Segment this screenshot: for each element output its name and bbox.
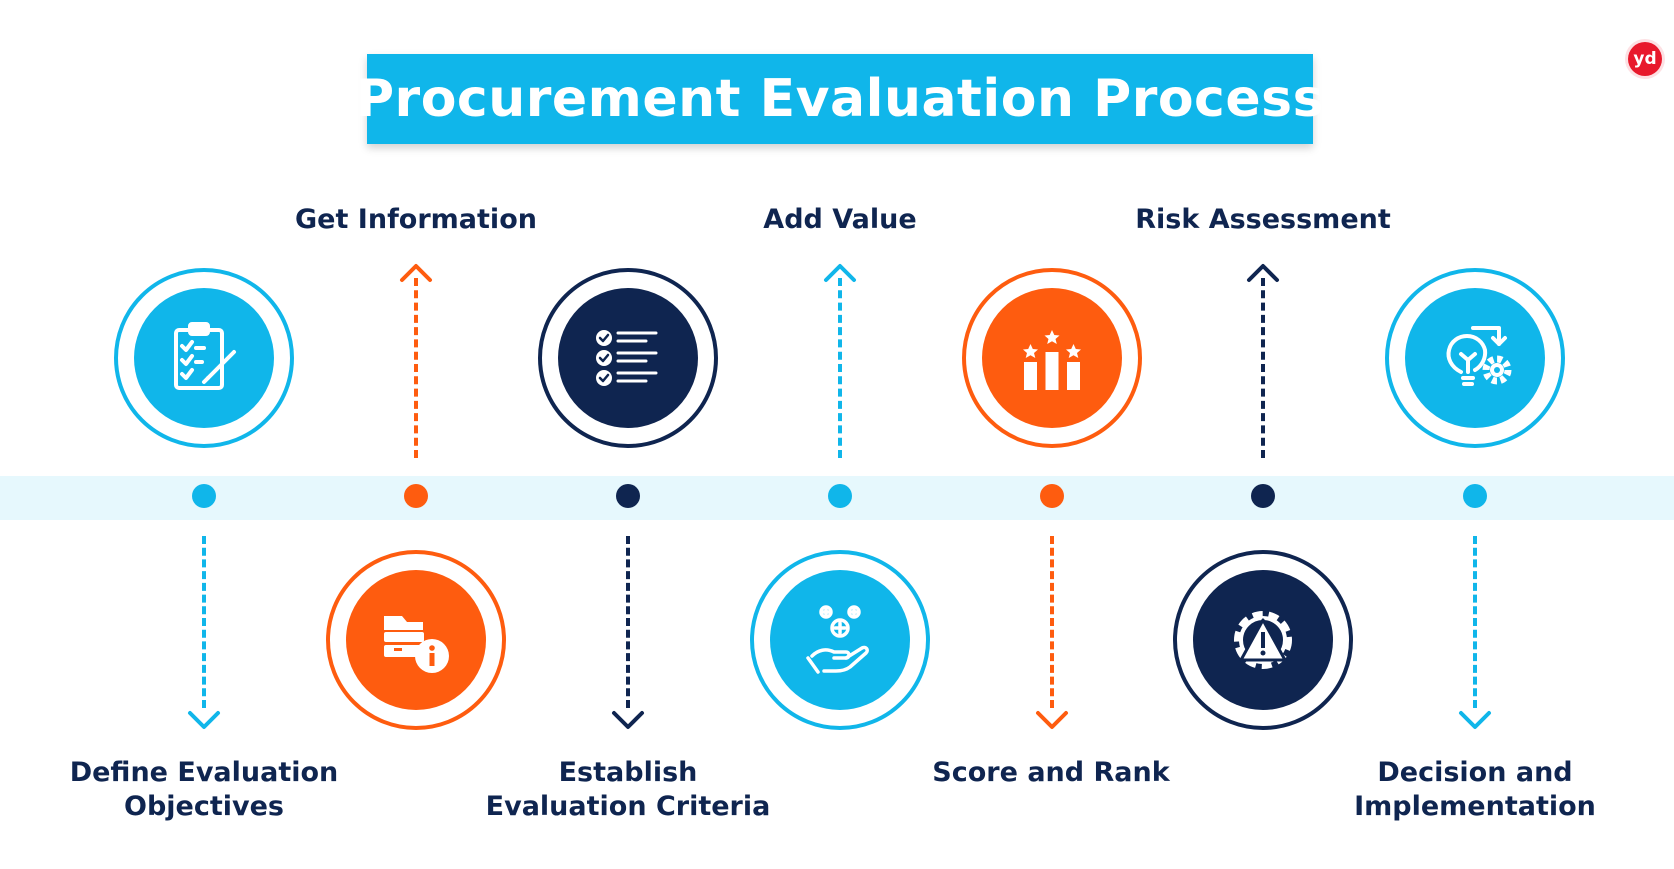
step-circle-decision-and-implementation: [1385, 268, 1565, 448]
step-ring: [326, 550, 506, 730]
step-label-add-value: Add Value: [763, 204, 917, 235]
arrow-down-icon: [1459, 711, 1491, 729]
idea-gear-icon: [1446, 326, 1512, 386]
step-ring: [962, 268, 1142, 448]
connector-line: [1473, 536, 1477, 708]
step-label-get-information: Get Information: [295, 204, 537, 235]
step-circle-risk-assessment: [1173, 550, 1353, 730]
step-core: [1405, 288, 1545, 428]
folder-info-icon: [384, 616, 449, 673]
step-core: [1193, 570, 1333, 710]
timeline-dot: [1463, 484, 1487, 508]
label-line: Score and Rank: [932, 757, 1170, 788]
arrow-down-icon: [1036, 711, 1068, 729]
step-ring: [114, 268, 294, 448]
step-circle-define-evaluation-objectives: [114, 268, 294, 448]
step-circle-add-value: [750, 550, 930, 730]
connector-line: [1050, 536, 1054, 708]
arrow-up-icon: [400, 264, 432, 282]
label-line: Objectives: [124, 791, 284, 822]
arrow-down-icon: [612, 711, 644, 729]
step-circle-score-and-rank: [962, 268, 1142, 448]
gear-warning-icon: [1234, 611, 1292, 669]
page-title: Procurement Evaluation Process: [355, 69, 1325, 129]
connector-line: [626, 536, 630, 708]
label-line: Evaluation Criteria: [485, 791, 771, 822]
step-circle-establish-evaluation-criteria: [538, 268, 718, 448]
timeline-dot: [616, 484, 640, 508]
step-label-establish-evaluation-criteria: Establish Evaluation Criteria: [468, 756, 788, 824]
step-ring: [1385, 268, 1565, 448]
step-core: [558, 288, 698, 428]
connector-line: [838, 278, 842, 458]
arrow-down-icon: [188, 711, 220, 729]
timeline-dot: [1251, 484, 1275, 508]
step-label-risk-assessment: Risk Assessment: [1135, 204, 1391, 235]
step-ring: [750, 550, 930, 730]
step-core: [982, 288, 1122, 428]
timeline-dot: [192, 484, 216, 508]
title-banner: Procurement Evaluation Process: [356, 54, 1324, 144]
label-line: Define Evaluation: [69, 757, 339, 788]
timeline-dot: [828, 484, 852, 508]
step-ring: [1173, 550, 1353, 730]
step-label-define-evaluation-objectives: Define Evaluation Objectives: [54, 756, 354, 824]
arrow-up-icon: [824, 264, 856, 282]
label-line: Establish: [558, 757, 698, 788]
checklist-icon: [596, 330, 658, 386]
arrow-up-icon: [1247, 264, 1279, 282]
step-label-decision-and-implementation: Decision and Implementation: [1325, 756, 1625, 824]
step-core: [770, 570, 910, 710]
hand-plus-icon: [806, 605, 869, 674]
timeline-dot: [404, 484, 428, 508]
step-ring: [538, 268, 718, 448]
connector-line: [202, 536, 206, 708]
brand-logo: yd: [1628, 42, 1662, 76]
ranking-chart-icon: [1023, 330, 1081, 390]
step-label-score-and-rank: Score and Rank: [901, 756, 1201, 790]
step-core: [346, 570, 486, 710]
label-line: Implementation: [1354, 791, 1596, 822]
timeline-dot: [1040, 484, 1064, 508]
connector-line: [414, 278, 418, 458]
clipboard-checklist-icon: [174, 322, 236, 390]
step-core: [134, 288, 274, 428]
connector-line: [1261, 278, 1265, 458]
label-line: Decision and: [1377, 757, 1573, 788]
step-circle-get-information: [326, 550, 506, 730]
